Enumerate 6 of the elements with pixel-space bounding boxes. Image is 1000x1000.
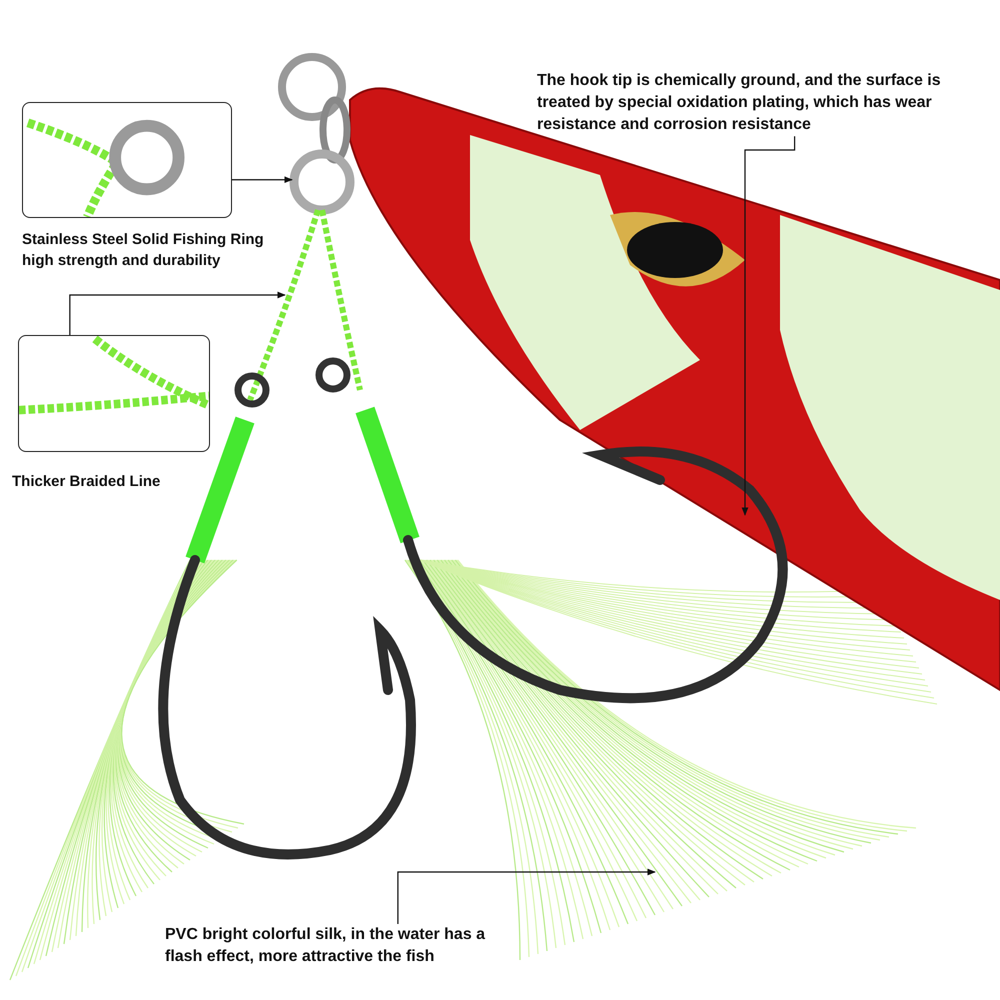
node-label: Thicker Braided Line bbox=[12, 472, 162, 492]
callout-text: The hook tip is chemically ground, and the surface is treated by special oxidation plating, which has wear resistance and corrosion resistance bbox=[537, 70, 997, 136]
ring-closeup-drawing bbox=[22, 102, 232, 218]
callout-text: PVC bright colorful silk, in the water has a flash effect, more attractive the fish bbox=[165, 924, 505, 968]
node-label: Stainless Steel Solid Fishing Ring high strength and durability bbox=[22, 230, 265, 271]
braided-line-closeup-drawing bbox=[18, 335, 210, 452]
